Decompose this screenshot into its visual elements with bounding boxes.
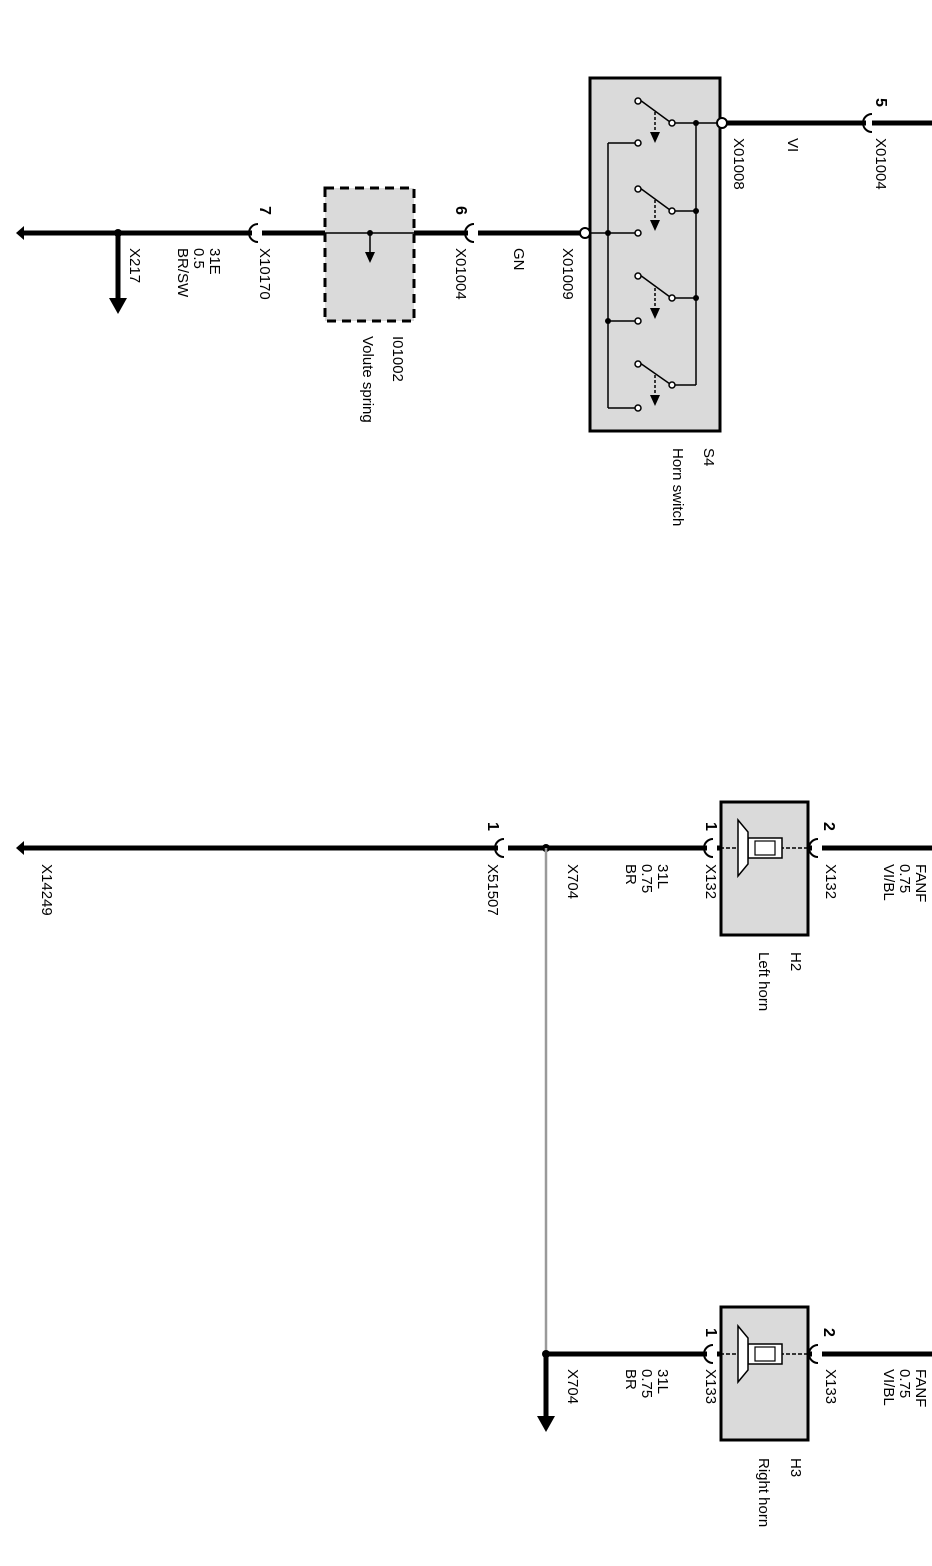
- ground-left-circuit: 31E: [206, 248, 223, 275]
- left-horn-gnd-circuit: 31L: [654, 864, 671, 889]
- x51507-pin-label: 1: [484, 822, 501, 831]
- x51507-label: X51507: [484, 864, 501, 916]
- supply-pin-label: 5: [872, 98, 889, 107]
- left-horn-pin-top: 2: [820, 822, 837, 831]
- supply-color-label: VI: [784, 138, 801, 152]
- left-horn-pin-bottom: 1: [702, 822, 719, 831]
- switch-name: Horn switch: [669, 448, 686, 526]
- ground-left-color: BR/SW: [174, 248, 191, 298]
- right-horn-pin-top: 2: [820, 1328, 837, 1337]
- right-horn-box: [719, 1305, 810, 1442]
- volute-name: Volute spring: [359, 336, 376, 423]
- ground-arrow-x217: [109, 298, 127, 314]
- right-horn-feed-circuit: FANF: [912, 1369, 929, 1407]
- right-horn-id: H3: [787, 1458, 804, 1477]
- left-horn-connector-bottom: X132: [702, 864, 719, 899]
- left-horn-connector-top: X132: [822, 864, 839, 899]
- ground-end-right: [16, 841, 24, 855]
- ground-left-connector: X217: [126, 248, 143, 283]
- switch-contact-3: [605, 272, 699, 325]
- left-horn-id: H2: [787, 952, 804, 971]
- right-horn-feed-color: VI/BL: [880, 1369, 897, 1406]
- splice-x704-right-label: X704: [564, 1369, 581, 1404]
- supply-connector-label: X01004: [872, 138, 889, 190]
- right-horn-feed-size: 0.75: [896, 1369, 913, 1398]
- pin-x01008: [716, 117, 728, 129]
- ground-left-size: 0.5: [190, 248, 207, 269]
- splice-x704-label: X704: [564, 864, 581, 899]
- right-horn-connector-bottom: X133: [702, 1369, 719, 1404]
- pin-x01009: [579, 227, 591, 239]
- horn-switch-box: [588, 76, 722, 433]
- left-horn-feed-size: 0.75: [896, 864, 913, 893]
- ground-arrow-right: [537, 1416, 555, 1432]
- horn-icon: [737, 817, 783, 879]
- switch-contact-2: [605, 185, 699, 237]
- right-horn-pin-bottom: 1: [702, 1328, 719, 1337]
- left-horn-name: Left horn: [755, 952, 772, 1011]
- x14249-label: X14249: [38, 864, 55, 916]
- switch-id: S4: [700, 448, 717, 466]
- horn-icon: [737, 1323, 783, 1385]
- left-horn-box: [719, 800, 810, 937]
- switch-connector-bottom: X01009: [559, 248, 576, 300]
- right-horn-connector-top: X133: [822, 1369, 839, 1404]
- signal-connector-lower: X10170: [256, 248, 273, 300]
- left-horn-feed-circuit: FANF: [912, 864, 929, 902]
- right-horn-gnd-size: 0.75: [638, 1369, 655, 1398]
- signal-color-label: GN: [510, 248, 527, 271]
- switch-connector-top: X01008: [730, 138, 747, 190]
- switch-contact-4: [608, 360, 696, 412]
- left-horn-feed-color: VI/BL: [880, 864, 897, 901]
- right-horn-gnd-color: BR: [622, 1369, 639, 1390]
- volute-id: I01002: [389, 336, 406, 382]
- signal-pin-lower: 7: [256, 206, 273, 215]
- volute-arrow: [365, 252, 375, 263]
- signal-connector-upper: X01004: [452, 248, 469, 300]
- ground-end-left: [16, 226, 24, 240]
- signal-pin-upper: 6: [452, 206, 469, 215]
- switch-contact-1: [608, 97, 699, 147]
- left-horn-gnd-size: 0.75: [638, 864, 655, 893]
- right-horn-name: Right horn: [755, 1458, 772, 1527]
- right-horn-gnd-circuit: 31L: [654, 1369, 671, 1394]
- left-horn-gnd-color: BR: [622, 864, 639, 885]
